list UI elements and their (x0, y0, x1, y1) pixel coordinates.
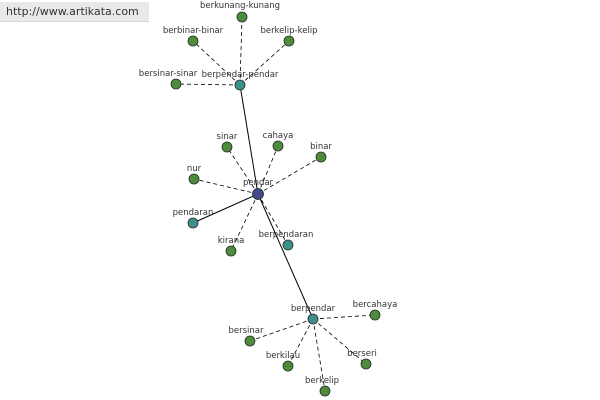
node-berpendar-pendar[interactable]: berpendar-pendar (202, 70, 279, 91)
node-label-berbinar-binar: berbinar-binar (163, 26, 224, 36)
edge-berpendar-pendar-bersinar-sinar (175, 83, 241, 86)
site-url[interactable]: http://www.artikata.com (0, 2, 149, 22)
node-label-bersinar-sinar: bersinar-sinar (139, 69, 198, 79)
node-label-pendaran: pendaran (173, 208, 214, 218)
edge-berpendar-berkelip (312, 318, 326, 392)
edge-pendar-berpendaran (257, 193, 289, 246)
node-berseri[interactable]: berseri (347, 349, 377, 370)
node-dot-berkelip[interactable] (319, 385, 331, 397)
node-nur[interactable]: nur (187, 164, 202, 185)
node-dot-berpendar[interactable] (307, 313, 319, 325)
edge-berpendar-pendar-berkelip-kelip (239, 40, 290, 86)
edge-berpendar-pendar-berkunang-kunang (239, 16, 243, 86)
node-label-nur: nur (187, 164, 202, 174)
node-dot-berbinar-binar[interactable] (187, 35, 199, 47)
node-dot-berpendaran[interactable] (282, 239, 294, 251)
edge-pendar-berpendar (257, 193, 314, 320)
node-label-cahaya: cahaya (263, 131, 294, 141)
edge-berpendar-bercahaya (312, 314, 376, 320)
node-binar[interactable]: binar (310, 142, 332, 163)
node-dot-berpendar-pendar[interactable] (234, 79, 246, 91)
node-label-berkilau: berkilau (266, 351, 300, 361)
node-label-berkelip: berkelip (305, 376, 339, 386)
node-label-kirana: kirana (218, 236, 245, 246)
node-berkilau[interactable]: berkilau (266, 351, 300, 372)
node-label-bercahaya: bercahaya (353, 300, 398, 310)
node-kirana[interactable]: kirana (218, 236, 245, 257)
node-dot-berkelip-kelip[interactable] (283, 35, 295, 47)
graph-nodes: pendar berpendar-pendar berpendar pendaran b… (139, 1, 398, 397)
node-dot-cahaya[interactable] (272, 140, 284, 152)
node-dot-bersinar[interactable] (244, 335, 256, 347)
node-label-binar: binar (310, 142, 332, 152)
node-dot-binar[interactable] (315, 151, 327, 163)
node-pendaran[interactable]: pendaran (173, 208, 214, 229)
node-label-bersinar: bersinar (228, 326, 264, 336)
node-berkelip[interactable]: berkelip (305, 376, 339, 397)
edge-pendar-nur (193, 178, 259, 195)
node-dot-berseri[interactable] (360, 358, 372, 370)
edge-berpendar-berseri (312, 318, 367, 365)
node-dot-kirana[interactable] (225, 245, 237, 257)
node-berkelip-kelip[interactable]: berkelip-kelip (260, 26, 318, 47)
node-label-berpendar: berpendar (291, 304, 336, 314)
node-bersinar[interactable]: bersinar (228, 326, 264, 347)
node-dot-berkilau[interactable] (282, 360, 294, 372)
edge-pendar-binar (257, 156, 322, 195)
node-berkunang-kunang[interactable]: berkunang-kunang (200, 1, 280, 23)
node-berpendar[interactable]: berpendar (291, 304, 336, 325)
node-dot-nur[interactable] (188, 173, 200, 185)
edge-pendar-cahaya (257, 145, 279, 195)
node-berpendaran[interactable]: berpendaran (259, 230, 314, 251)
node-dot-pendar[interactable] (252, 188, 264, 200)
node-dot-berkunang-kunang[interactable] (236, 11, 248, 23)
node-dot-pendaran[interactable] (187, 217, 199, 229)
edge-berpendar-pendar-berbinar-binar (192, 40, 241, 86)
node-bersinar-sinar[interactable]: bersinar-sinar (139, 69, 198, 90)
node-bercahaya[interactable]: bercahaya (353, 300, 398, 321)
node-pendar[interactable]: pendar (243, 178, 274, 200)
edge-berpendar-berkilau (287, 318, 314, 367)
graph-edges (175, 16, 376, 392)
node-dot-bercahaya[interactable] (369, 309, 381, 321)
node-berbinar-binar[interactable]: berbinar-binar (163, 26, 224, 47)
node-dot-bersinar-sinar[interactable] (170, 78, 182, 90)
edge-pendar-berpendar-pendar (239, 84, 259, 195)
node-label-pendar: pendar (243, 178, 274, 188)
node-label-berkunang-kunang: berkunang-kunang (200, 1, 280, 11)
node-label-berseri: berseri (347, 349, 377, 359)
edge-pendar-kirana (230, 193, 259, 252)
edge-pendar-sinar (226, 146, 259, 195)
node-dot-sinar[interactable] (221, 141, 233, 153)
node-label-berpendar-pendar: berpendar-pendar (202, 70, 279, 80)
node-cahaya[interactable]: cahaya (263, 131, 294, 152)
node-label-sinar: sinar (217, 132, 238, 142)
node-label-berpendaran: berpendaran (259, 230, 314, 240)
node-label-berkelip-kelip: berkelip-kelip (260, 26, 317, 36)
node-sinar[interactable]: sinar (217, 132, 238, 153)
edge-pendar-pendaran (192, 193, 259, 224)
